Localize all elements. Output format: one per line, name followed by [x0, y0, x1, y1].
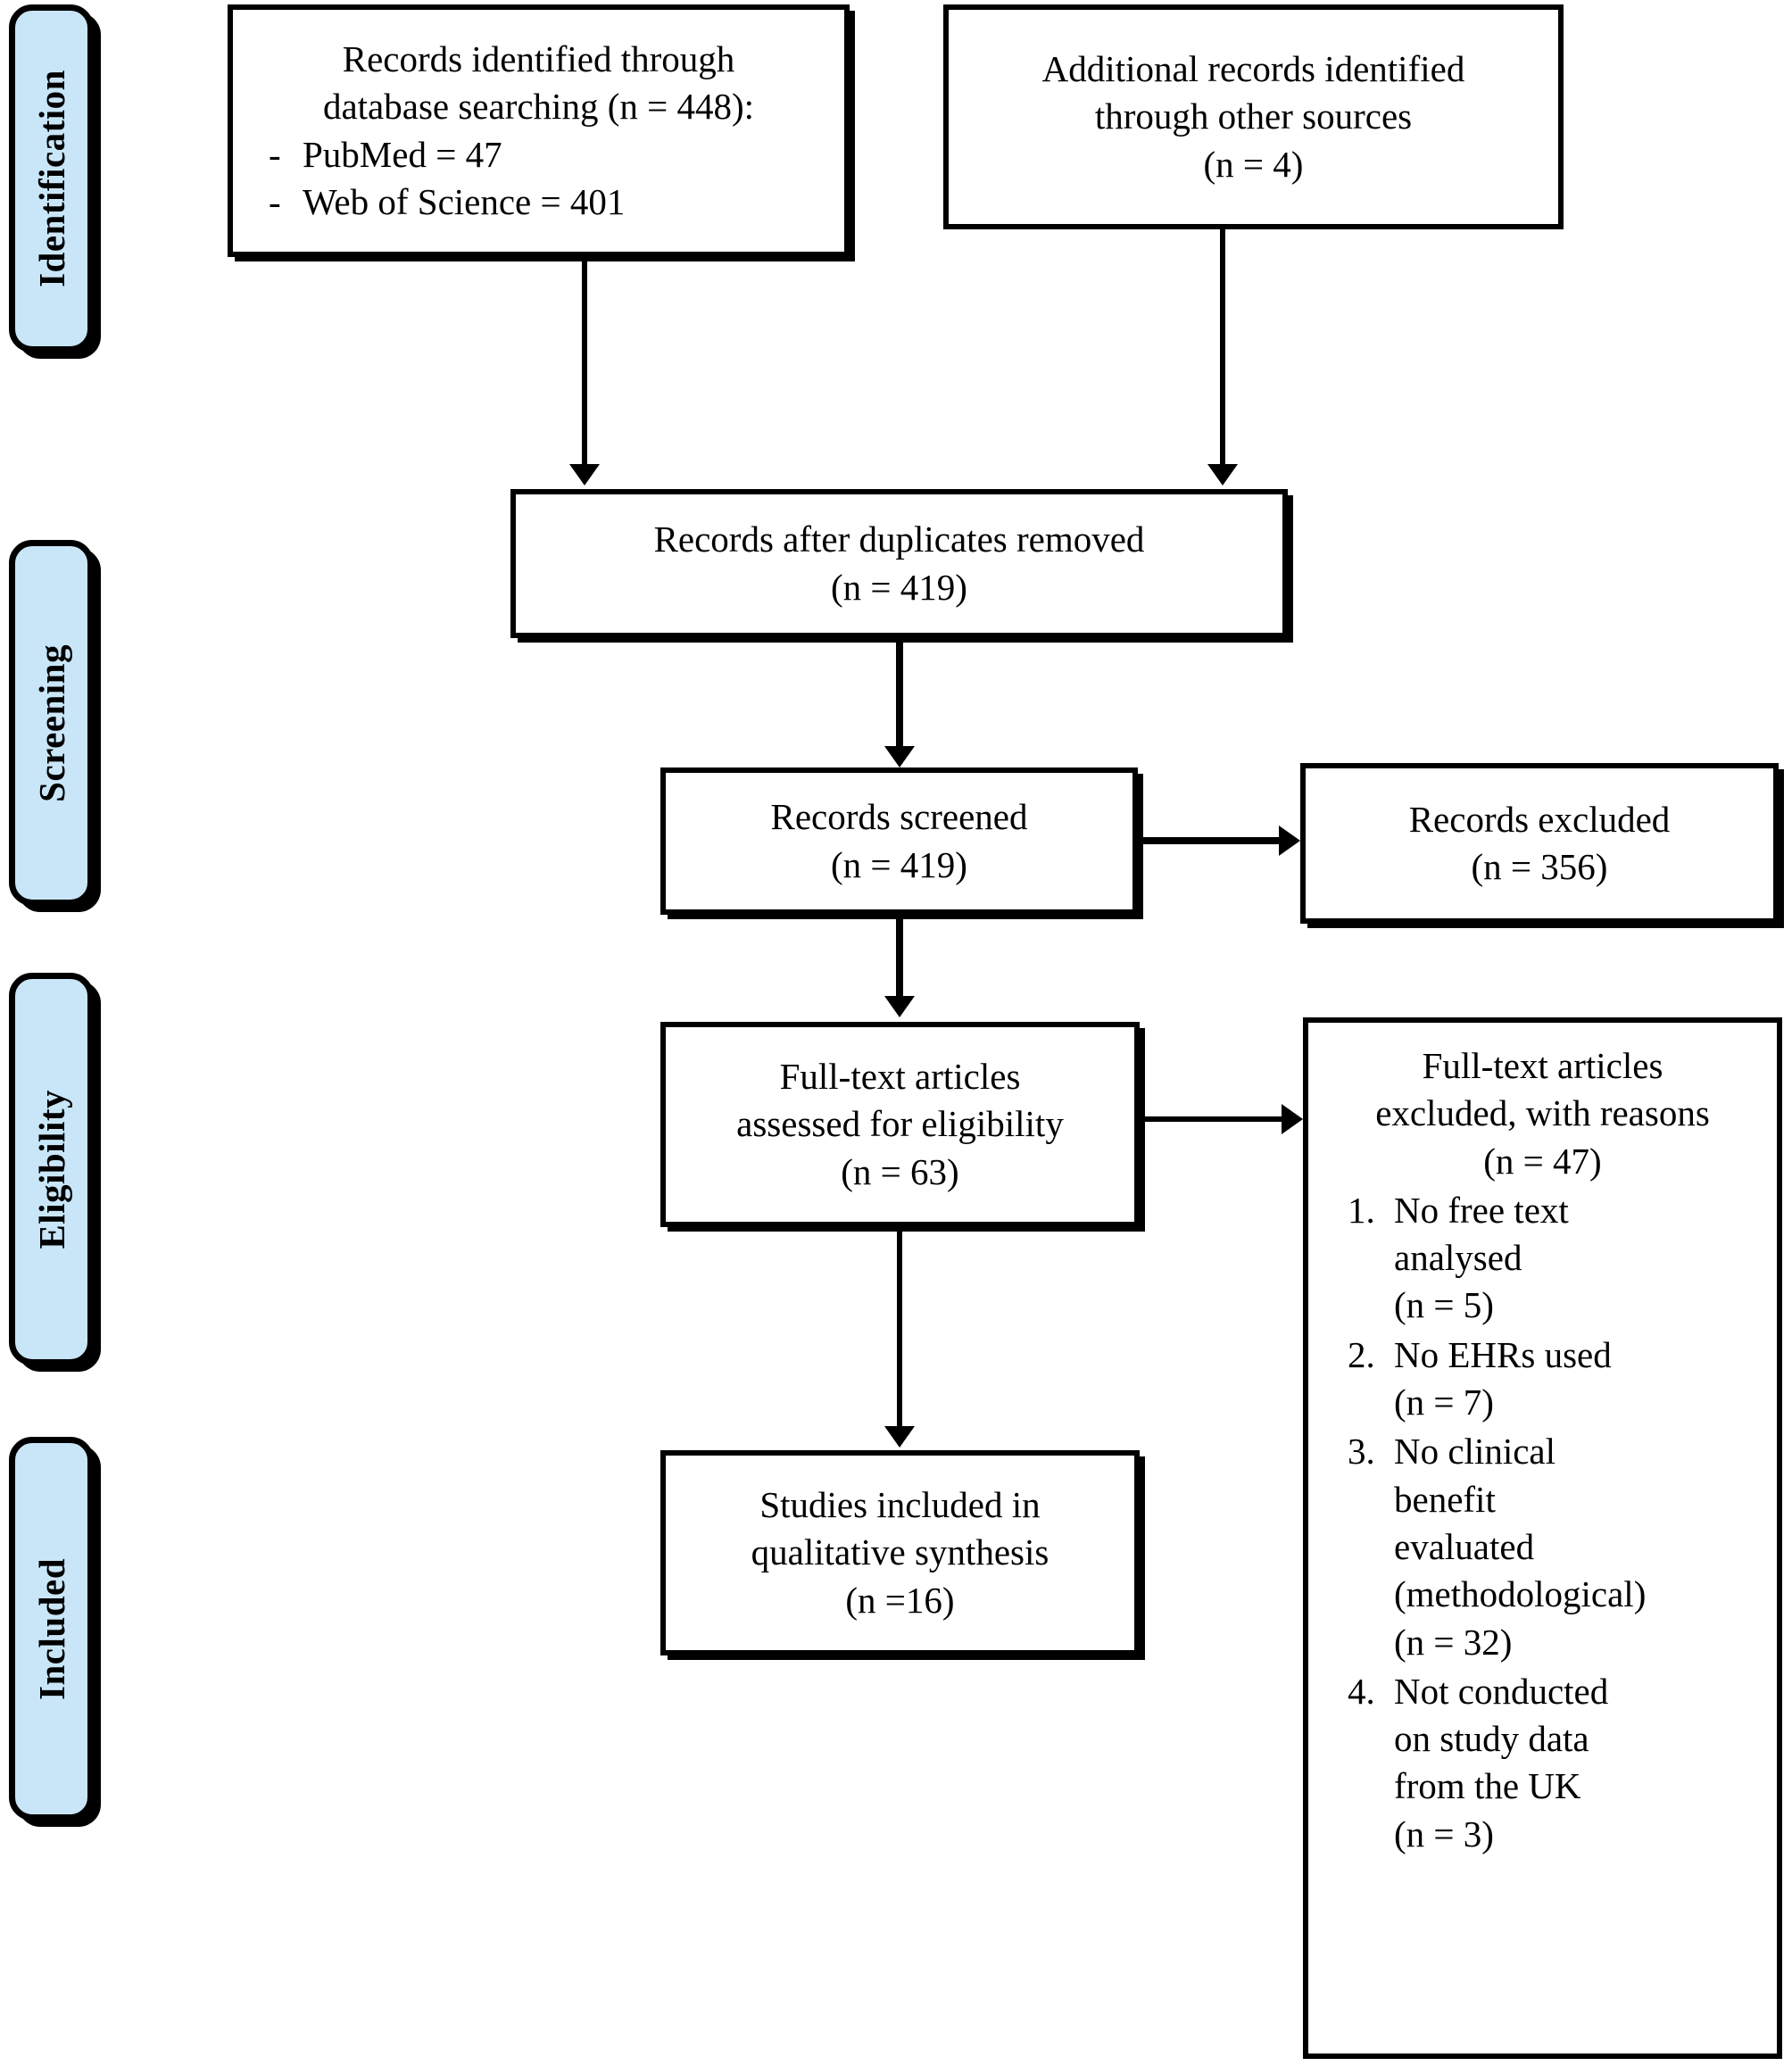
box-additional-records-text: Additional records identified through ot…	[949, 46, 1558, 188]
box-studies-included: Studies included in qualitative synthesi…	[660, 1450, 1140, 1655]
reason-3-line-1: No clinical	[1394, 1431, 1556, 1473]
exclusion-reason-item-4: 4. Not conducted on study data from the …	[1317, 1668, 1768, 1858]
reason-2-line-2: (n = 7)	[1394, 1381, 1494, 1423]
source-item-pubmed: - PubMed = 47	[245, 131, 832, 178]
stage-pill-eligibility: Eligibility	[9, 973, 94, 1365]
stage-pill-included: Included	[9, 1437, 94, 1821]
box-additional-records: Additional records identified through ot…	[943, 4, 1564, 229]
arrow-screened-to-fulltext	[884, 996, 915, 1017]
source-item-web-of-science-label: Web of Science = 401	[303, 180, 626, 222]
records-identified-line1: Records identified through	[342, 37, 735, 79]
exclusion-reason-list: 1. No free text analysed (n = 5) 2. No E…	[1317, 1187, 1768, 1858]
fulltext-assessed-line1: Full-text articles	[779, 1056, 1021, 1098]
stage-pill-identification: Identification	[9, 4, 94, 353]
exclusion-reason-number-4: 4.	[1348, 1670, 1375, 1712]
box-fulltext-assessed: Full-text articles assessed for eligibil…	[660, 1022, 1140, 1227]
dash-bullet-icon: -	[269, 180, 281, 222]
exclusion-reason-number-3: 3.	[1348, 1431, 1375, 1473]
connector-fulltext-to-included-vertical	[897, 1227, 902, 1428]
box-records-screened: Records screened (n = 419)	[660, 767, 1138, 915]
connector-screened-to-excluded-horizontal	[1138, 837, 1281, 844]
source-item-web-of-science: - Web of Science = 401	[245, 178, 832, 226]
exclusion-reason-text-2: No EHRs used (n = 7)	[1394, 1332, 1768, 1427]
fulltext-excluded-line1: Full-text articles	[1422, 1045, 1663, 1086]
fulltext-excluded-count: (n = 47)	[1483, 1140, 1602, 1182]
exclusion-reason-item-2: 2. No EHRs used (n = 7)	[1317, 1332, 1768, 1427]
box-after-duplicates-text: Records after duplicates removed (n = 41…	[516, 516, 1282, 611]
records-identified-source-list: - PubMed = 47 - Web of Science = 401	[245, 131, 832, 227]
fulltext-assessed-count: (n = 63)	[841, 1150, 959, 1192]
fulltext-assessed-line2: assessed for eligibility	[736, 1103, 1064, 1145]
connector-identified-to-duplicates-vertical	[582, 257, 587, 464]
box-records-screened-text: Records screened (n = 419)	[666, 793, 1132, 889]
stage-pill-screening: Screening	[9, 540, 94, 906]
after-duplicates-count: (n = 419)	[831, 566, 967, 608]
records-excluded-line1: Records excluded	[1408, 798, 1671, 840]
reason-4-line-3: from the UK	[1394, 1765, 1581, 1807]
exclusion-reason-item-1: 1. No free text analysed (n = 5)	[1317, 1187, 1768, 1330]
reason-3-line-4: (methodological)	[1394, 1573, 1647, 1615]
arrow-additional-to-duplicates	[1207, 464, 1238, 485]
box-records-excluded: Records excluded (n = 356)	[1300, 763, 1779, 924]
reason-4-line-1: Not conducted	[1394, 1670, 1609, 1712]
exclusion-reason-text-4: Not conducted on study data from the UK …	[1394, 1668, 1768, 1858]
stage-label-eligibility: Eligibility	[30, 1089, 72, 1249]
stage-label-included: Included	[30, 1557, 72, 1700]
arrow-fulltext-to-excluded	[1282, 1104, 1303, 1134]
exclusion-reason-number-1: 1.	[1348, 1189, 1375, 1231]
box-fulltext-excluded-text: Full-text articles excluded, with reason…	[1308, 1023, 1777, 1858]
exclusion-reason-text-1: No free text analysed (n = 5)	[1394, 1187, 1768, 1330]
dash-bullet-icon: -	[269, 133, 281, 175]
source-item-pubmed-label: PubMed = 47	[303, 133, 502, 175]
stage-label-identification: Identification	[30, 70, 72, 287]
arrow-screened-to-excluded	[1279, 826, 1300, 856]
box-after-duplicates: Records after duplicates removed (n = 41…	[510, 489, 1288, 638]
records-identified-line2: database searching (n = 448):	[322, 86, 755, 128]
additional-records-line2: through other sources	[1094, 95, 1413, 137]
exclusion-reason-text-3: No clinical benefit evaluated (methodolo…	[1394, 1428, 1768, 1665]
exclusion-reason-item-3: 3. No clinical benefit evaluated (method…	[1317, 1428, 1768, 1665]
reason-2-line-1: No EHRs used	[1394, 1333, 1612, 1375]
stage-label-screening: Screening	[30, 643, 72, 802]
box-records-identified: Records identified through database sear…	[228, 4, 850, 257]
box-fulltext-assessed-text: Full-text articles assessed for eligibil…	[666, 1053, 1134, 1196]
reason-1-line-3: (n = 5)	[1394, 1284, 1494, 1326]
studies-included-line2: qualitative synthesis	[751, 1531, 1049, 1573]
reason-3-line-3: evaluated	[1394, 1525, 1535, 1567]
records-screened-count: (n = 419)	[831, 843, 967, 885]
box-records-excluded-text: Records excluded (n = 356)	[1306, 796, 1773, 892]
box-fulltext-excluded: Full-text articles excluded, with reason…	[1303, 1017, 1782, 2059]
box-studies-included-text: Studies included in qualitative synthesi…	[666, 1481, 1134, 1624]
exclusion-reason-number-2: 2.	[1348, 1333, 1375, 1375]
connector-fulltext-to-excluded-horizontal	[1140, 1116, 1282, 1122]
records-excluded-count: (n = 356)	[1471, 846, 1608, 887]
additional-records-count: (n = 4)	[1203, 143, 1304, 185]
arrow-identified-to-duplicates	[569, 464, 600, 485]
arrow-duplicates-to-screened	[884, 746, 915, 767]
connector-additional-to-duplicates-vertical	[1220, 229, 1225, 464]
reason-3-line-5: (n = 32)	[1394, 1621, 1513, 1663]
reason-4-line-4: (n = 3)	[1394, 1813, 1494, 1854]
studies-included-line1: Studies included in	[759, 1484, 1041, 1526]
reason-1-line-1: No free text	[1394, 1189, 1569, 1231]
box-records-identified-text: Records identified through database sear…	[233, 36, 844, 226]
connector-duplicates-to-screened-vertical	[896, 638, 903, 747]
fulltext-excluded-line2: excluded, with reasons	[1375, 1092, 1710, 1134]
reason-4-line-2: on study data	[1394, 1718, 1589, 1760]
reason-1-line-2: analysed	[1394, 1237, 1522, 1279]
records-screened-line1: Records screened	[770, 796, 1028, 838]
arrow-fulltext-to-included	[884, 1426, 915, 1448]
studies-included-count: (n =16)	[845, 1579, 955, 1621]
additional-records-line1: Additional records identified	[1041, 48, 1465, 90]
reason-3-line-2: benefit	[1394, 1478, 1496, 1520]
connector-screened-to-fulltext-vertical	[896, 915, 903, 997]
after-duplicates-line1: Records after duplicates removed	[653, 519, 1145, 560]
